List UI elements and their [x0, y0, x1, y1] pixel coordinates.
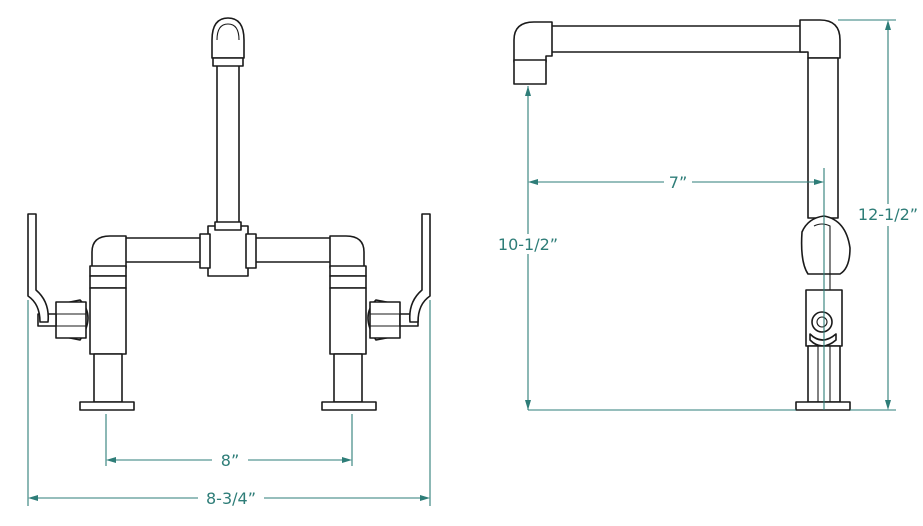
front-right-lever [408, 213, 431, 323]
dim-front-overall-width: 8-3/4” [206, 489, 256, 508]
front-right-elbow [329, 235, 365, 269]
side-dimensions: 7” 10-1/2” 12-1/2” [494, 19, 920, 411]
front-center-tee [207, 225, 249, 277]
front-left-elbow [91, 235, 127, 269]
side-stem-nut [811, 311, 833, 333]
dim-side-overall-height: 12-1/2” [858, 205, 918, 224]
front-dimensions: 8” 8-3/4” [27, 300, 431, 508]
front-left-base [79, 401, 135, 411]
side-base [795, 401, 851, 411]
side-riser-pipe [807, 57, 839, 219]
side-top-elbow [799, 19, 841, 59]
front-spout-pipe [216, 63, 240, 227]
side-spout-elbow [513, 21, 553, 63]
front-left-riser [93, 353, 123, 403]
dim-front-center-spacing: 8” [221, 451, 239, 470]
front-right-valve-body [329, 287, 367, 355]
dim-side-spout-height: 10-1/2” [498, 235, 558, 254]
front-view [27, 17, 431, 411]
front-left-valve-body [89, 287, 127, 355]
front-right-base [321, 401, 377, 411]
side-spout-outlet [513, 59, 547, 85]
front-spout-collar [212, 57, 244, 67]
front-left-lever [27, 213, 50, 323]
side-spout-arm [547, 25, 807, 53]
side-valve-body [800, 215, 851, 275]
side-view [513, 19, 851, 411]
front-right-riser [333, 353, 363, 403]
dim-side-reach: 7” [669, 173, 687, 192]
